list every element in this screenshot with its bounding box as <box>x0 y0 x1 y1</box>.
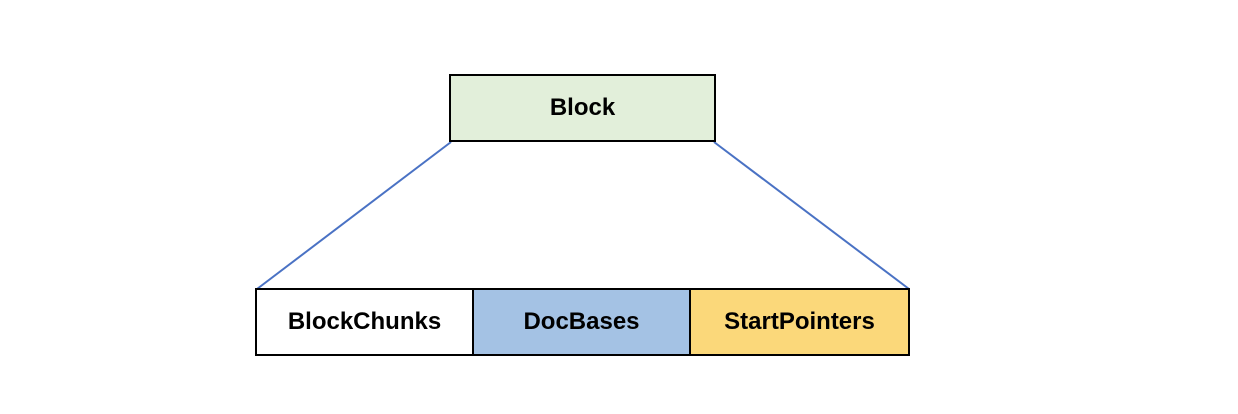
docbases-cell: DocBases <box>472 288 691 356</box>
docbases-label: DocBases <box>523 308 640 335</box>
startpointers-label: StartPointers <box>724 308 875 335</box>
block-label: Block <box>549 94 616 121</box>
blockchunks-label: BlockChunks <box>287 308 442 335</box>
blockchunks-cell: BlockChunks <box>255 288 474 356</box>
block-box: Block <box>449 74 716 142</box>
connector-line-left <box>256 141 452 290</box>
connector-line-right <box>713 141 910 290</box>
block-parts-row: BlockChunks DocBases StartPointers <box>255 288 910 356</box>
startpointers-cell: StartPointers <box>689 288 910 356</box>
